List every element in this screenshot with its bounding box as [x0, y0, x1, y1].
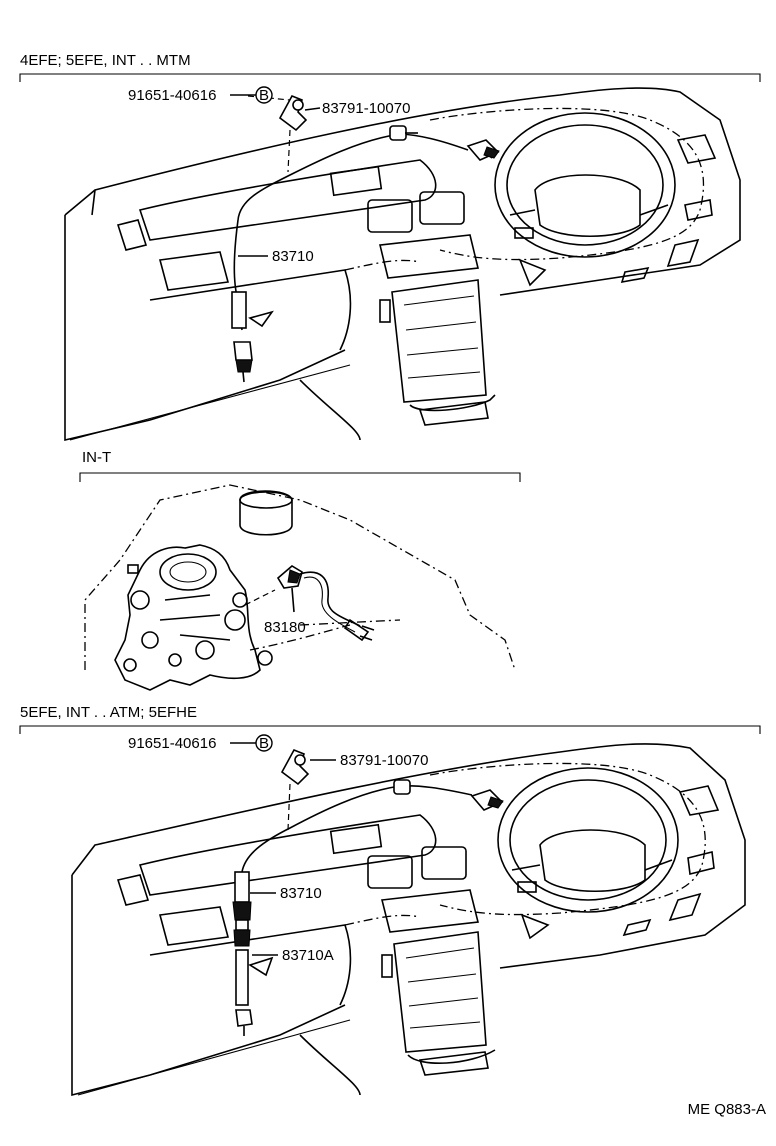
top-speedometer-cable-assembly	[231, 94, 500, 383]
top-dashboard-illustration	[64, 87, 741, 442]
bottom-cable-lower-sleeve	[235, 949, 249, 1006]
figure-code: ME Q883-A	[688, 1101, 766, 1118]
engine-illustration	[84, 484, 516, 691]
middle-section-title: IN-T	[82, 449, 111, 466]
middle-section: IN-T	[79, 449, 521, 691]
bottom-cable-clamp	[280, 748, 310, 786]
bottom-bolt-label: 91651-40616	[128, 735, 216, 752]
middle-callouts: 83180	[264, 587, 306, 636]
bottom-callouts: 91651-40616 B 83791-10070 83710 83710A	[128, 734, 428, 964]
top-callouts: 91651-40616 B 83791-10070 83710	[128, 86, 410, 265]
bottom-cable-a-label: 83710A	[282, 947, 334, 964]
top-section-bracket	[19, 73, 761, 82]
top-grommet	[389, 125, 407, 141]
bottom-bolt-badge	[255, 734, 273, 752]
top-cable-label: 83710	[272, 248, 314, 265]
top-bolt-label: 91651-40616	[128, 87, 216, 104]
bottom-bolt-badge-letter: B	[259, 735, 269, 752]
top-section: 4EFE; 5EFE, INT . . MTM	[19, 52, 761, 442]
bottom-section-title: 5EFE, INT . . ATM; 5EFHE	[20, 704, 197, 721]
speed-sensor-assembly	[276, 565, 375, 642]
bottom-cable-upper-sleeve	[234, 871, 250, 903]
bottom-dashboard-illustration	[71, 743, 746, 1097]
bottom-section: 5EFE, INT . . ATM; 5EFHE	[19, 704, 761, 1097]
bottom-grommet	[393, 779, 411, 795]
top-bolt-badge	[255, 86, 273, 104]
top-section-title: 4EFE; 5EFE, INT . . MTM	[20, 52, 191, 69]
bottom-clamp-label: 83791-10070	[340, 752, 428, 769]
top-clamp-label: 83791-10070	[322, 100, 410, 117]
bottom-section-bracket	[19, 725, 761, 734]
bottom-speedometer-cable-assembly	[232, 748, 504, 1036]
top-bolt-badge-letter: B	[259, 87, 269, 104]
top-cable-sleeve	[231, 291, 247, 329]
sensor-label: 83180	[264, 619, 306, 636]
middle-section-bracket	[79, 472, 521, 482]
bottom-cable-label: 83710	[280, 885, 322, 902]
